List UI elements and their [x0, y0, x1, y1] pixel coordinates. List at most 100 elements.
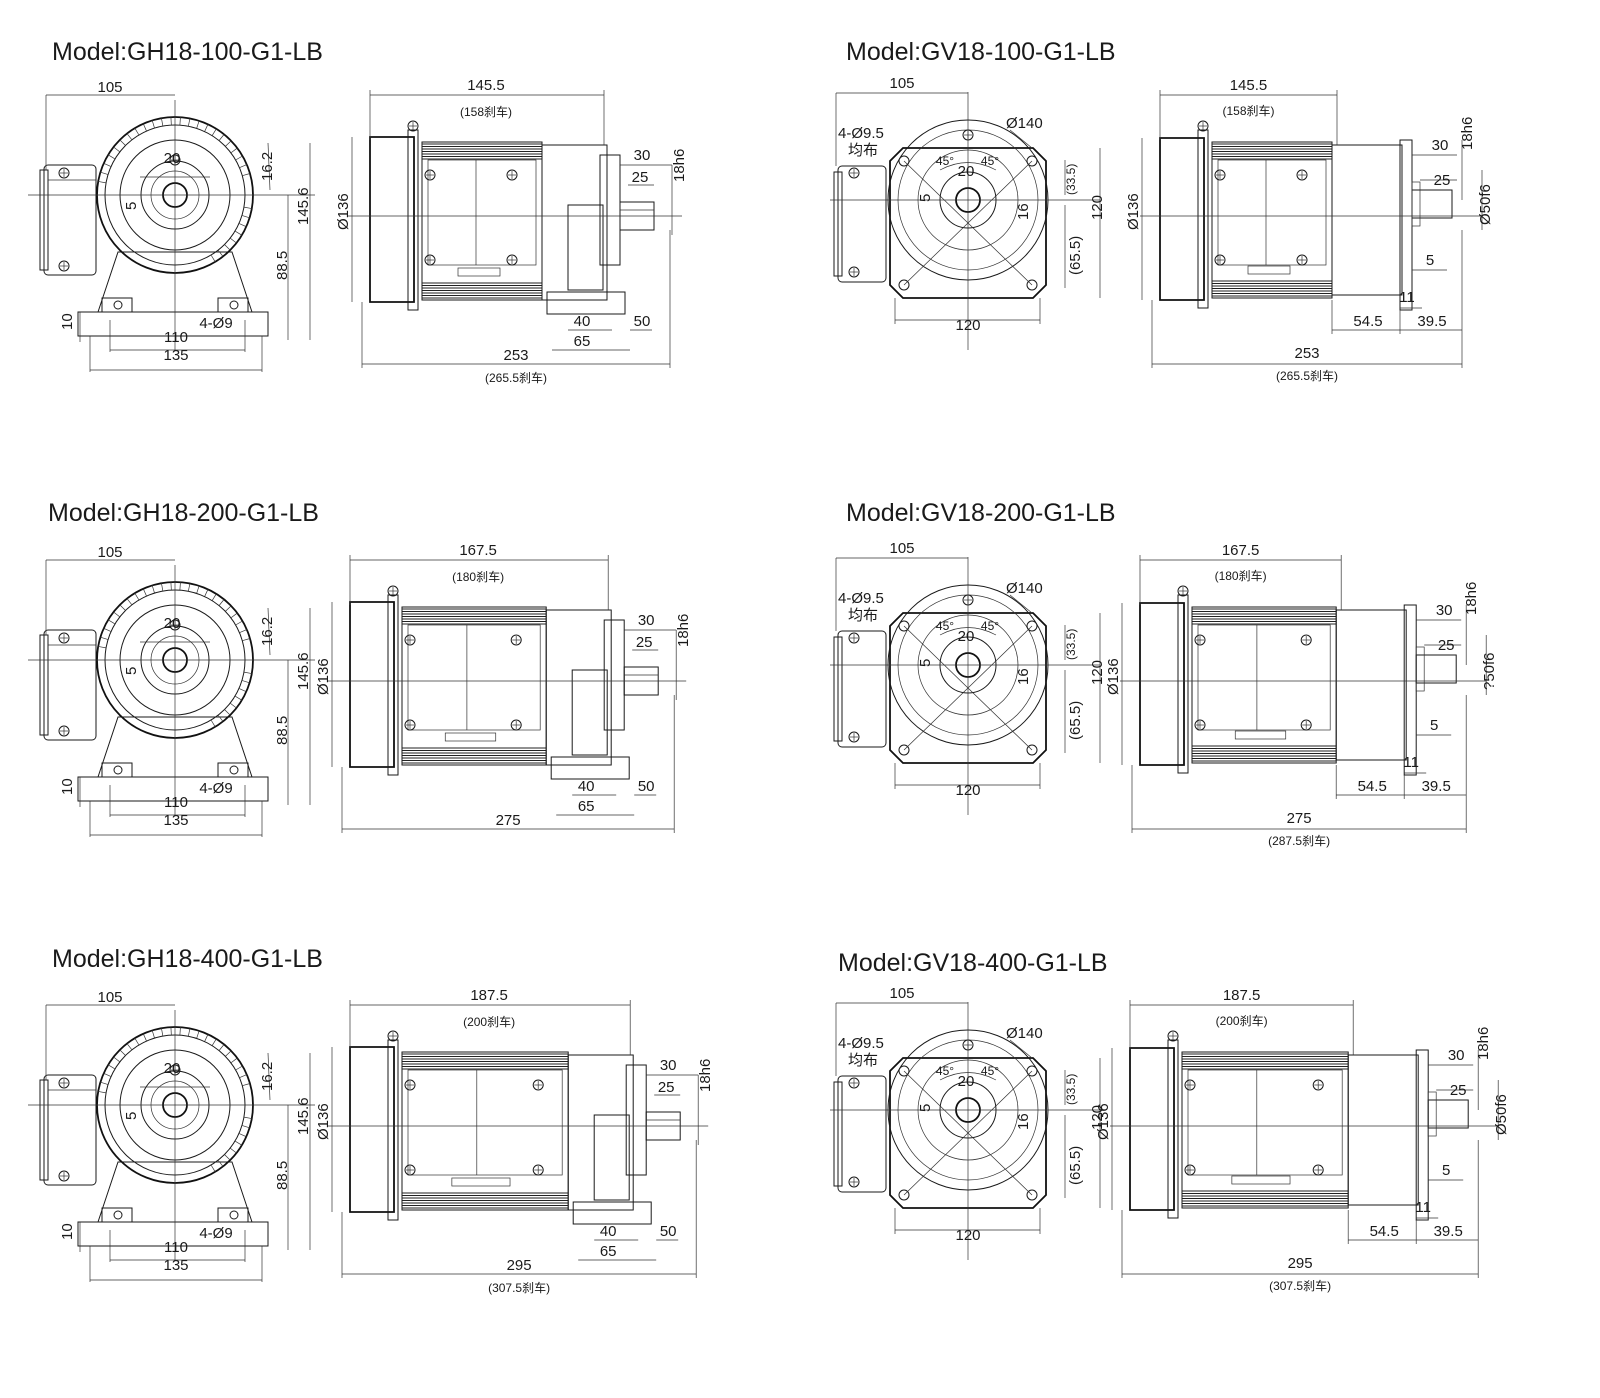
- model-title: Model:GH18-200-G1-LB: [48, 499, 319, 527]
- dim-120-horizontal: 120: [955, 317, 980, 334]
- dim-pcd-140: Ø140: [1006, 115, 1043, 132]
- model-title: Model:GH18-100-G1-LB: [52, 38, 323, 66]
- fin-panel: [1217, 159, 1327, 266]
- dim-54-5: 54.5: [1353, 313, 1382, 330]
- terminal-box: [43, 1074, 97, 1186]
- cooling-fin: [238, 223, 247, 228]
- cooling-fin: [229, 1147, 237, 1154]
- dim-foot-holes: 4-Ø9: [199, 1225, 232, 1242]
- cooling-fin: [229, 702, 237, 709]
- screw-head: [848, 167, 860, 179]
- dim-20: 20: [958, 628, 975, 645]
- dim-shaft-18h6: 18h6: [671, 149, 688, 182]
- dim-shaft-18h6: 18h6: [1463, 582, 1480, 615]
- gear-housing: [1347, 1054, 1419, 1206]
- screw-head: [58, 725, 70, 737]
- nameplate-bar: [1234, 730, 1287, 740]
- dim-110: 110: [164, 1239, 188, 1256]
- mounting-hole: [1026, 744, 1038, 756]
- cooling-fin: [134, 1037, 140, 1046]
- screw-head: [1214, 254, 1226, 266]
- dim-50: 50: [634, 313, 651, 330]
- cooling-fin: [239, 1074, 247, 1078]
- dim-135: 135: [163, 1257, 188, 1274]
- screw-head: [510, 719, 522, 731]
- foot-hole: [113, 300, 123, 310]
- gear-foot-base: [550, 756, 630, 780]
- cooling-fin: [217, 249, 224, 257]
- mounting-hole: [1026, 155, 1038, 167]
- end-cap-flange: [1177, 594, 1189, 774]
- terminal-box-edge: [833, 636, 843, 742]
- dim-25: 25: [1434, 172, 1451, 189]
- dim-33-5: (33.5): [1064, 629, 1078, 660]
- cooling-fin: [98, 1091, 107, 1094]
- dim-16-2: 16.2: [259, 617, 276, 646]
- cooling-fin: [134, 127, 140, 136]
- dim-50: 50: [660, 1223, 677, 1240]
- cooling-fin: [113, 611, 121, 618]
- model-title: Model:GV18-200-G1-LB: [846, 499, 1116, 527]
- cooling-fin: [235, 155, 243, 161]
- screw-head: [1194, 634, 1206, 646]
- screw-head: [404, 719, 416, 731]
- dim-shaft-18h6: 18h6: [1459, 117, 1476, 150]
- nameplate-bar: [451, 1177, 511, 1187]
- dim-10: 10: [59, 1223, 76, 1240]
- cooling-fin: [230, 612, 238, 619]
- cooling-fin: [238, 1133, 247, 1138]
- dim-body-length: 145.5: [1230, 77, 1268, 94]
- dim-pcd-140: Ø140: [1006, 1025, 1043, 1042]
- dim-5: 5: [1442, 1162, 1450, 1179]
- screw-head: [404, 1164, 416, 1176]
- cooling-fin: [142, 123, 147, 132]
- terminal-box: [837, 630, 887, 748]
- angle-45-left: 45°: [936, 1064, 954, 1078]
- foot-hole: [113, 765, 123, 775]
- dim-105: 105: [889, 985, 914, 1002]
- pilot-boss: [1415, 646, 1425, 692]
- foot-pad-left: [101, 762, 133, 778]
- dim-30: 30: [1432, 137, 1449, 154]
- motor-end-cap: [1129, 1047, 1175, 1211]
- motor-end-cap: [349, 601, 395, 768]
- dim-145-6: 145.6: [295, 187, 312, 225]
- dimension-line: [267, 607, 271, 656]
- foot-pad-right: [217, 762, 249, 778]
- dim-120-vertical: 120: [1089, 1105, 1106, 1130]
- terminal-box-edge: [833, 1081, 843, 1187]
- foot-pad-right: [217, 297, 249, 313]
- dimension-drawing-p4: 1054-Ø9.5均布Ø14045°45°20516(33.5)(65.5)12…: [830, 540, 1498, 848]
- dim-20: 20: [958, 163, 975, 180]
- mounting-hole: [898, 744, 910, 756]
- mounting-hole: [1026, 1065, 1038, 1077]
- cooling-fin: [211, 593, 217, 601]
- dim-body-length-brake: (180刹车): [452, 569, 504, 584]
- output-shaft: [1415, 654, 1457, 684]
- dim-30: 30: [634, 147, 651, 164]
- dim-110: 110: [164, 794, 188, 811]
- cooling-fin: [179, 117, 181, 126]
- gear-housing: [1335, 609, 1407, 761]
- screw-head: [58, 1077, 70, 1089]
- dim-30: 30: [1448, 1047, 1465, 1064]
- cooling-fin: [196, 1030, 200, 1039]
- dim-16: 16: [1015, 203, 1032, 220]
- dim-mount-holes: 4-Ø9.5: [838, 590, 884, 607]
- cooling-fin: [224, 1154, 231, 1161]
- motor-end-cap: [1139, 602, 1185, 766]
- terminal-box: [837, 1075, 887, 1193]
- dim-body-length-brake: (200刹车): [1216, 1013, 1268, 1028]
- dim-diameter-136: Ø136: [335, 193, 352, 230]
- dim-65-5: (65.5): [1067, 236, 1084, 275]
- gear-housing: [1331, 144, 1403, 296]
- gear-foot-base: [546, 291, 626, 315]
- square-flange: [889, 1057, 1047, 1209]
- screw-head: [1300, 719, 1312, 731]
- gear-housing: [545, 609, 612, 766]
- cooling-fin: [235, 1065, 243, 1071]
- dim-body-length-brake: (158刹车): [1222, 103, 1274, 118]
